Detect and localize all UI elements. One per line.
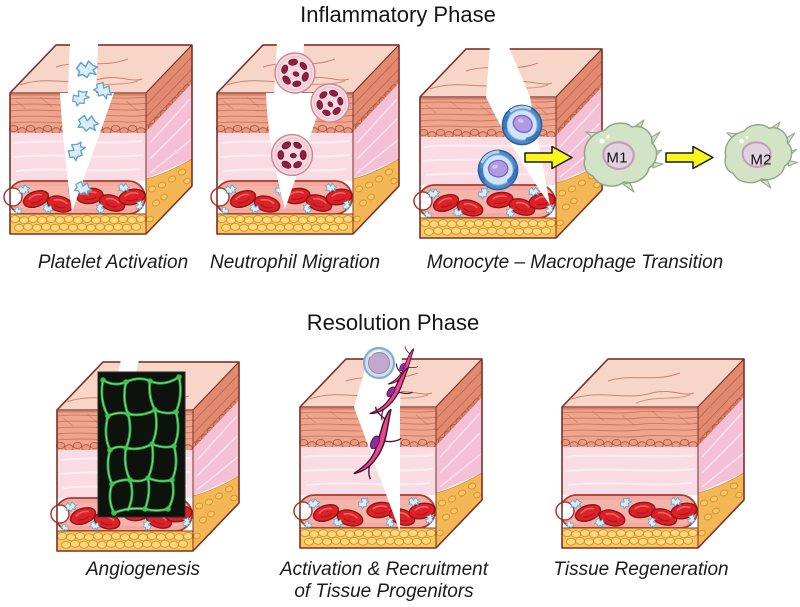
inflammatory-phase-title: Inflammatory Phase <box>300 2 496 27</box>
skin-block-monocyte-macrophage <box>414 45 602 238</box>
caption-tissue-progenitors: Activation & Recruitment of Tissue Proge… <box>280 559 488 604</box>
skin-block-neutrophil-migration <box>211 43 399 234</box>
fluorescence-image <box>97 371 186 518</box>
caption-monocyte-macrophage: Monocyte – Macrophage Transition <box>426 252 724 273</box>
caption-angiogenesis: Angiogenesis <box>85 559 201 580</box>
wound-cut <box>118 355 140 373</box>
skin-block-platelet-activation <box>4 43 192 234</box>
transition-arrow-2 <box>665 145 714 170</box>
caption-platelet-activation: Platelet Activation <box>37 252 189 273</box>
m2-label: M2 <box>750 151 772 169</box>
caption-line-2: of Tissue Progenitors <box>294 581 474 603</box>
caption-line-1: Activation & Recruitment <box>279 559 489 580</box>
skin-block-angiogenesis <box>51 355 239 551</box>
m1-label: M1 <box>606 149 628 167</box>
skin-block-tissue-regeneration <box>556 359 744 548</box>
caption-neutrophil-migration: Neutrophil Migration <box>209 252 381 273</box>
caption-tissue-regeneration: Tissue Regeneration <box>553 559 729 580</box>
resolution-phase-title: Resolution Phase <box>306 310 480 335</box>
skin-block-tissue-progenitors <box>294 344 482 548</box>
